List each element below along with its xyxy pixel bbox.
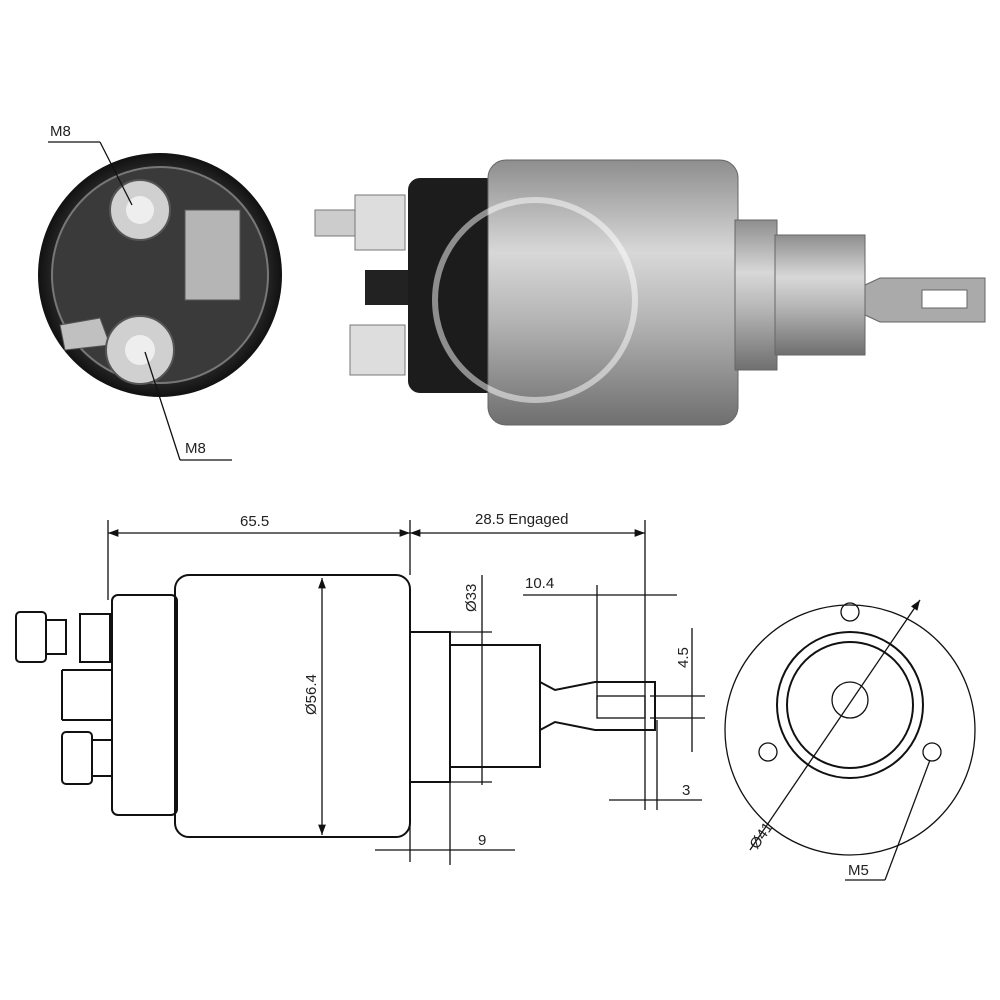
dim-9: 9 [478,832,486,849]
dim-3: 3 [682,782,690,799]
dim-dia-33: Ø33 [463,584,480,612]
dim-10-4: 10.4 [525,575,554,592]
dim-4-5: 4.5 [675,647,692,668]
watermark-logo [432,197,638,403]
dim-65-5: 65.5 [240,513,269,530]
black-cap [408,178,498,393]
side-drawing: 65.5 28.5 Engaged Ø56.4 Ø33 10.4 4.5 3 9 [15,511,705,865]
label-m5: M5 [848,862,869,879]
end-view-photo: M8 M8 [38,123,282,461]
terminal-plate [184,209,241,301]
dim-28-5-engaged: 28.5 Engaged [475,511,568,528]
end-drawing: Ø41 M5 [724,599,976,881]
label-m8-top: M8 [50,123,71,140]
dim-dia-56-4: Ø56.4 [303,674,320,715]
label-m8-bottom: M8 [185,440,206,457]
side-view-photo [314,159,986,426]
drawing-body [174,574,411,838]
dim-dia-41: Ø41 [746,819,776,852]
